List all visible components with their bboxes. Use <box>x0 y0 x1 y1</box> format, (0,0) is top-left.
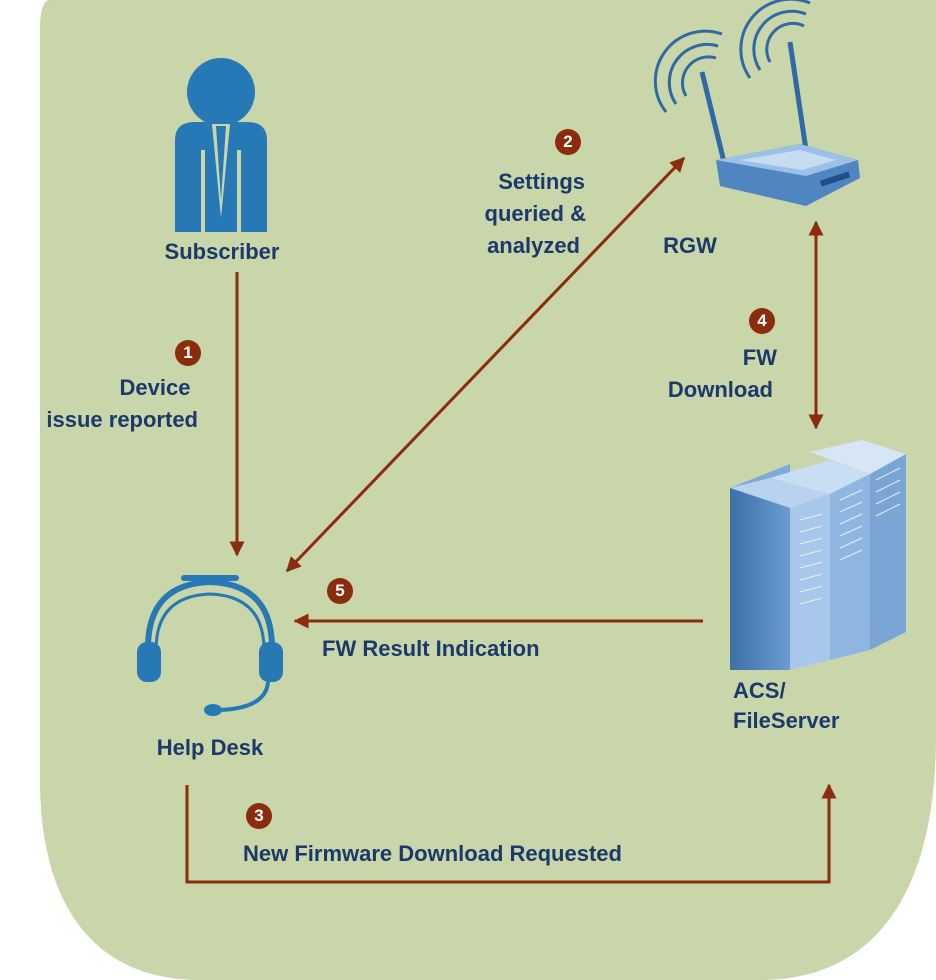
step-5-label: FW Result Indication <box>322 636 540 661</box>
arrow-helpdesk-rgw <box>285 156 686 573</box>
headset-icon <box>137 575 283 716</box>
help-desk-label: Help Desk <box>156 735 264 760</box>
rgw-label: RGW <box>663 233 717 258</box>
step-2-badge: 2 <box>555 129 581 155</box>
step-1-label-line2: issue reported <box>46 407 198 432</box>
step-2-label-line2: queried & <box>484 201 586 226</box>
step-2-label-line1: Settings <box>498 169 585 194</box>
server-rack-icon <box>730 440 906 670</box>
arrow-helpdesk-to-acs <box>185 783 837 884</box>
step-4-label-line1: FW <box>742 345 777 370</box>
step-2-label-line3: analyzed <box>487 233 580 258</box>
step-3-label: New Firmware Download Requested <box>243 841 622 866</box>
step-5-badge: 5 <box>327 578 353 604</box>
acs-label-line2: FileServer <box>733 708 840 733</box>
step-4-badge: 4 <box>749 308 775 334</box>
step-1-label-line1: Device <box>119 375 191 400</box>
step-4-label-line2: Download <box>667 377 773 402</box>
step-3-badge: 3 <box>246 803 272 829</box>
wifi-router-icon <box>653 0 860 206</box>
subscriber-label: Subscriber <box>164 239 280 264</box>
person-icon <box>175 58 267 232</box>
step-1-badge: 1 <box>175 340 201 366</box>
acs-label-line1: ACS/ <box>733 678 786 703</box>
